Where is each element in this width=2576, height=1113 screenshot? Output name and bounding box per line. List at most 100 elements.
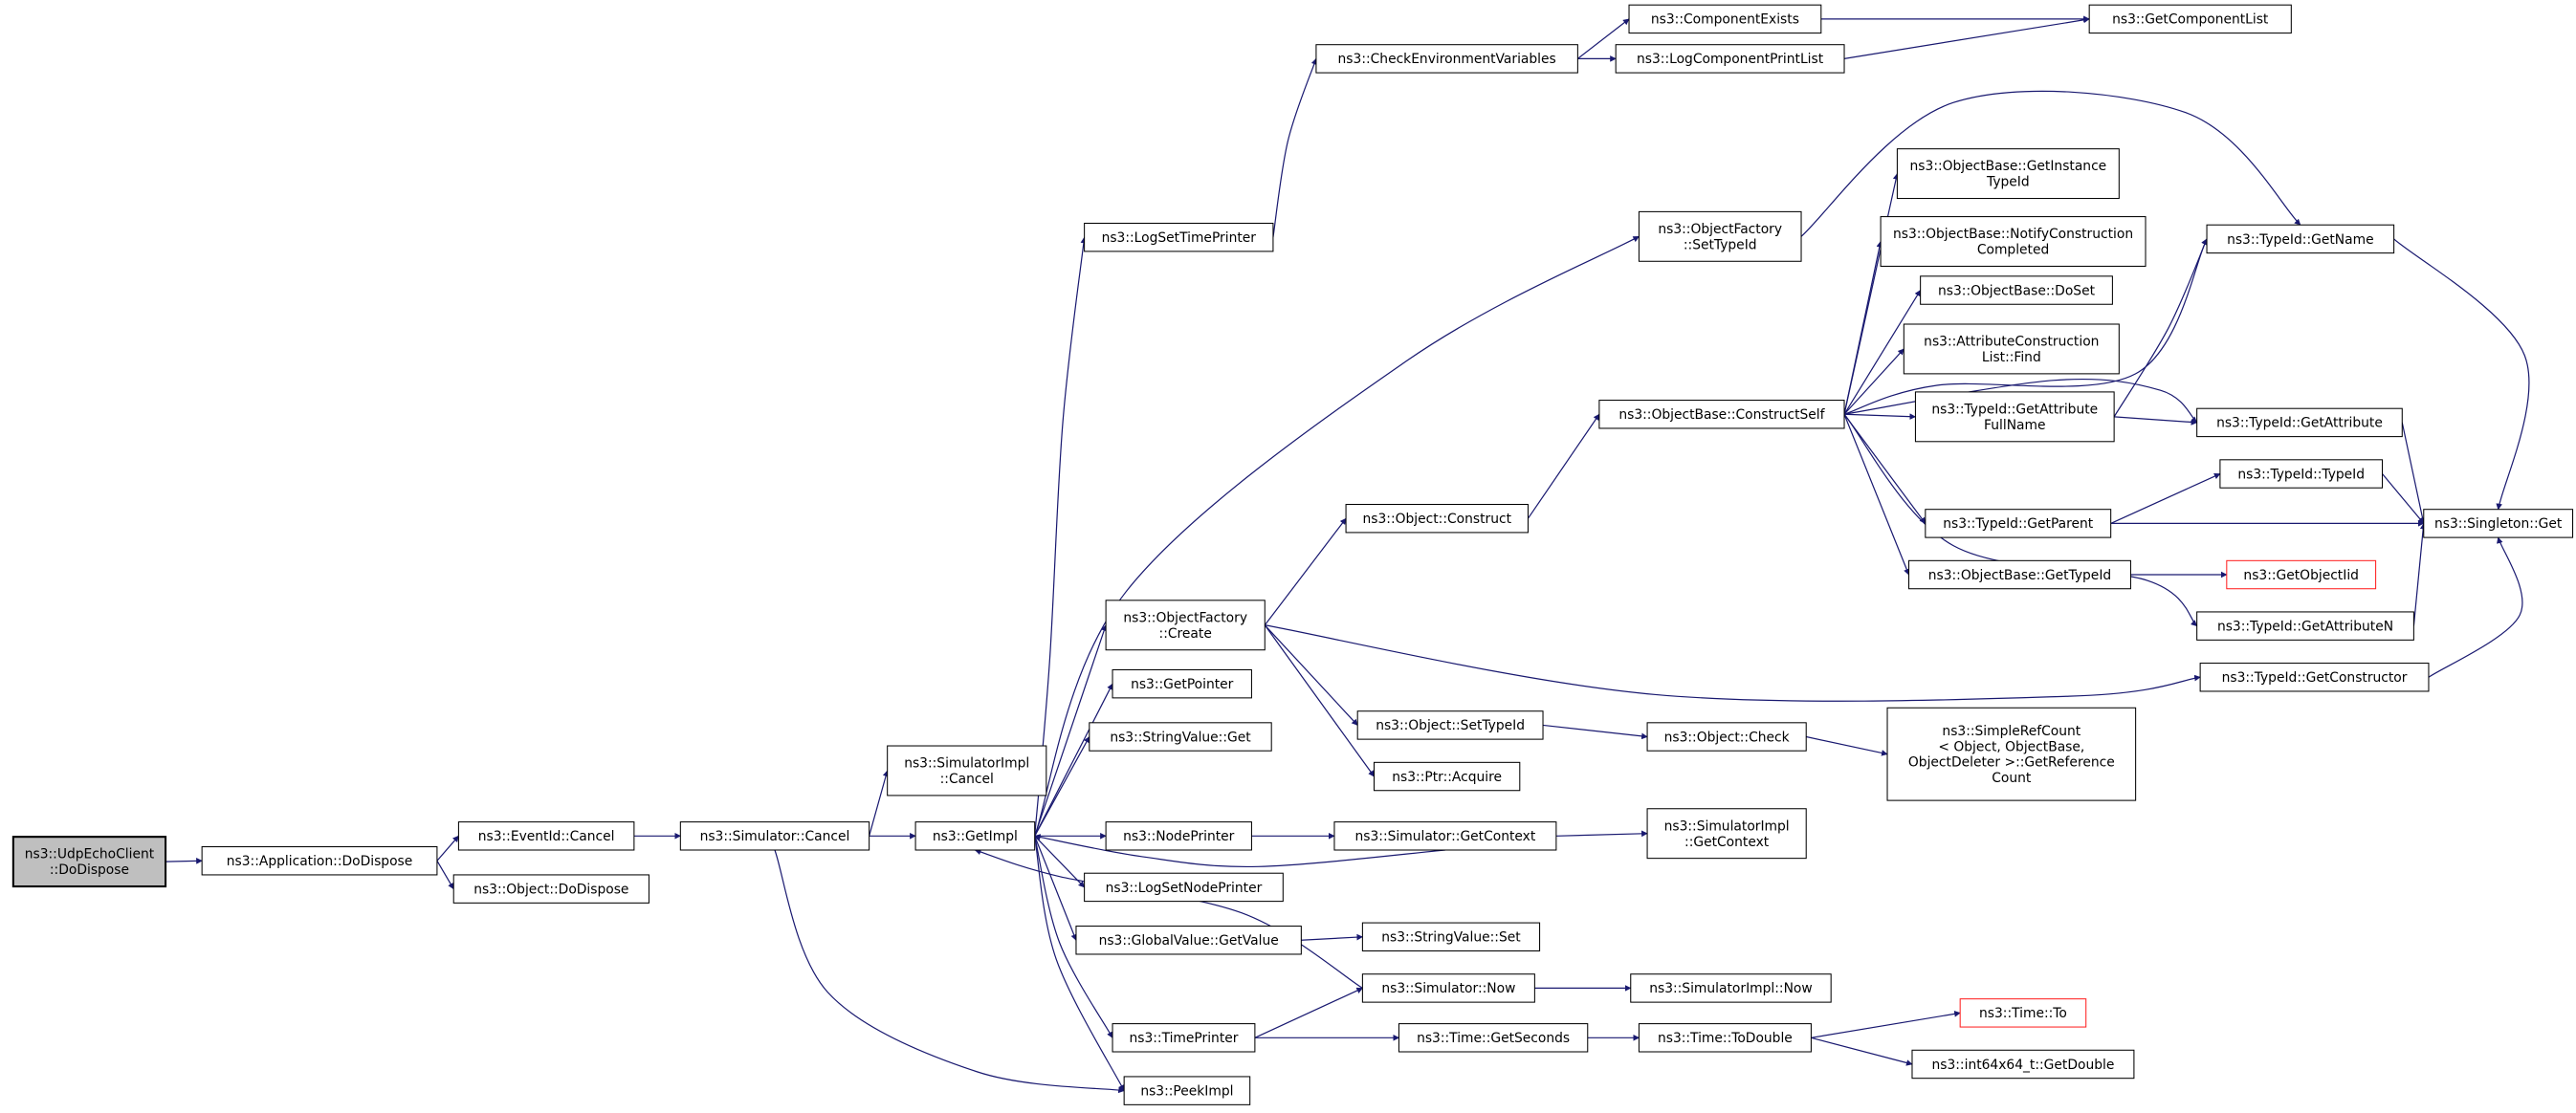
node-box [1646,808,1807,860]
node-label: ns3::SimulatorImpl [904,756,1029,772]
node-simimpl_cancel[interactable]: ns3::SimulatorImpl::Cancel [887,745,1047,797]
node-object_dodispose[interactable]: ns3::Object::DoDispose [452,874,650,904]
node-globalvalue_getvalue[interactable]: ns3::GlobalValue::GetValue [1075,926,1302,955]
node-box [2226,559,2377,590]
node-objfactory_settypeid[interactable]: ns3::ObjectFactory::SetTypeId [1638,210,1802,262]
node-label: ns3::CheckEnvironmentVariables [1338,52,1556,67]
node-object_construct[interactable]: ns3::Object::Construct [1345,503,1529,534]
edge-getimpl-globalvalue_getvalue [1034,836,1077,941]
node-typeid_getparent[interactable]: ns3::TypeId::GetParent [1925,509,2112,538]
node-udp_dodispose[interactable]: ns3::UdpEchoClient::DoDispose [11,836,167,888]
node-typeid_getattributen[interactable]: ns3::TypeId::GetAttributeN [2196,611,2414,641]
node-label: Completed [1977,243,2049,258]
edge-app_dodispose-object_dodispose [436,860,454,890]
node-layer: ns3::ComponentExists ns3::GetComponentLis… [11,4,2574,1105]
node-label: ns3::ObjectBase::NotifyConstruction [1893,227,2133,242]
node-sim_getcontext[interactable]: ns3::Simulator::GetContext [1333,821,1557,851]
node-getpointer[interactable]: ns3::GetPointer [1112,668,1252,699]
node-timeprinter[interactable]: ns3::TimePrinter [1112,1023,1256,1053]
edge-getimpl-getpointer [1034,683,1113,837]
node-label: TypeId [1986,175,2030,190]
node-label: ns3::NodePrinter [1123,829,1235,844]
node-simimpl_getcontext[interactable]: ns3::SimulatorImpl::GetContext [1646,808,1807,860]
edge-timeprinter-sim_now [1254,987,1363,1038]
edge-typeid_getattribute-singleton_get [2401,422,2426,525]
node-object_settypeid[interactable]: ns3::Object::SetTypeId [1356,710,1544,740]
node-typeid_getattribute[interactable]: ns3::TypeId::GetAttribute [2196,407,2403,438]
node-label: ns3::ObjectBase::GetTypeId [1928,568,2111,583]
node-box [2196,407,2403,438]
node-label: ns3::Simulator::Cancel [700,829,850,844]
node-checkenv[interactable]: ns3::CheckEnvironmentVariables [1315,44,1578,74]
node-logcomponentprintlist[interactable]: ns3::LogComponentPrintList [1615,44,1845,74]
node-peekimpl[interactable]: ns3::PeekImpl [1123,1076,1251,1105]
node-label: ns3::int64x64_t::GetDouble [1932,1058,2115,1073]
node-label: ns3::AttributeConstruction [1924,335,2099,350]
node-logsetnodeprinter[interactable]: ns3::LogSetNodePrinter [1084,872,1284,903]
node-box [1908,559,2131,590]
node-componentexists[interactable]: ns3::ComponentExists [1628,4,1822,34]
node-objbase_gettypeid[interactable]: ns3::ObjectBase::GetTypeId [1908,559,2131,590]
node-stringvalue_get[interactable]: ns3::StringValue::Get [1089,722,1272,752]
node-stringvalue_set[interactable]: ns3::StringValue::Set [1361,922,1541,952]
node-box [1315,44,1578,74]
node-label: ::Create [1159,626,1212,642]
node-typeid_typeid[interactable]: ns3::TypeId::TypeId [2219,459,2384,489]
node-singleton_get[interactable]: ns3::Singleton::Get [2423,509,2574,538]
node-box [452,874,650,904]
node-box [1903,323,2120,375]
node-time_to[interactable]: ns3::Time::To [1959,998,2087,1028]
node-box [1361,922,1541,952]
node-notifyconstruction[interactable]: ns3::ObjectBase::NotifyConstructionCompl… [1880,216,2147,267]
node-simplerefcount[interactable]: ns3::SimpleRefCount< Object, ObjectBase,… [1886,707,2137,801]
node-label: ns3::PeekImpl [1140,1083,1233,1099]
node-box [2199,663,2430,692]
node-getobjectiid[interactable]: ns3::GetObjectIid [2226,559,2377,590]
node-label: ns3::TypeId::GetAttribute [2216,416,2383,431]
node-int64_getdouble[interactable]: ns3::int64x64_t::GetDouble [1911,1049,2135,1080]
edge-checkenv-componentexists [1577,18,1630,59]
node-label: ns3::ComponentExists [1651,12,1799,28]
node-label: ns3::Ptr::Acquire [1392,770,1502,785]
node-simimpl_now[interactable]: ns3::SimulatorImpl::Now [1630,973,1832,1003]
node-label: List::Find [1982,350,2041,365]
node-getcomponentlist[interactable]: ns3::GetComponentList [2088,4,2292,34]
node-getimpl[interactable]: ns3::GetImpl [914,821,1036,851]
edge-constructself-getattrfullname [1844,413,1917,420]
edge-getattrfullname-typeid_getattribute [2114,416,2198,426]
node-label: ns3::Object::Construct [1363,512,1512,527]
node-label: ns3::Object::DoDispose [473,882,628,897]
edge-typeid_typeid-singleton_get [2382,473,2425,524]
node-nodeprinter[interactable]: ns3::NodePrinter [1105,821,1252,851]
node-ptr_acquire[interactable]: ns3::Ptr::Acquire [1373,761,1521,792]
edge-constructself-doset [1843,289,1922,415]
node-time_getseconds[interactable]: ns3::Time::GetSeconds [1398,1023,1589,1053]
node-time_todouble[interactable]: ns3::Time::ToDouble [1638,1023,1812,1053]
node-label: ::SetTypeId [1684,237,1757,252]
node-object_check[interactable]: ns3::Object::Check [1646,722,1807,752]
edge-sim_cancel-simimpl_cancel [869,770,890,837]
edge-constructself-objbase_gettypeid [1843,414,1910,576]
node-box [1638,210,1802,262]
node-doset[interactable]: ns3::ObjectBase::DoSet [1920,275,2113,305]
node-box [1959,998,2087,1028]
node-app_dodispose[interactable]: ns3::Application::DoDispose [201,846,438,876]
node-sim_now[interactable]: ns3::Simulator::Now [1361,973,1535,1003]
node-typeid_getname[interactable]: ns3::TypeId::GetName [2206,224,2395,254]
node-box [1398,1023,1589,1053]
node-box [457,821,635,851]
node-constructself[interactable]: ns3::ObjectBase::ConstructSelf [1598,400,1845,429]
node-label: FullName [1984,418,2045,433]
node-objfactory_create[interactable]: ns3::ObjectFactory::Create [1105,600,1266,651]
node-eventid_cancel[interactable]: ns3::EventId::Cancel [457,821,635,851]
node-label: ns3::TypeId::GetAttribute [1931,402,2098,417]
node-typeid_getconstructor[interactable]: ns3::TypeId::GetConstructor [2199,663,2430,692]
node-logsettimeprinter[interactable]: ns3::LogSetTimePrinter [1084,222,1274,252]
node-label: ns3::Time::To [1979,1006,2067,1021]
node-label: ns3::Simulator::GetContext [1355,829,1536,844]
node-sim_cancel[interactable]: ns3::Simulator::Cancel [679,821,870,851]
